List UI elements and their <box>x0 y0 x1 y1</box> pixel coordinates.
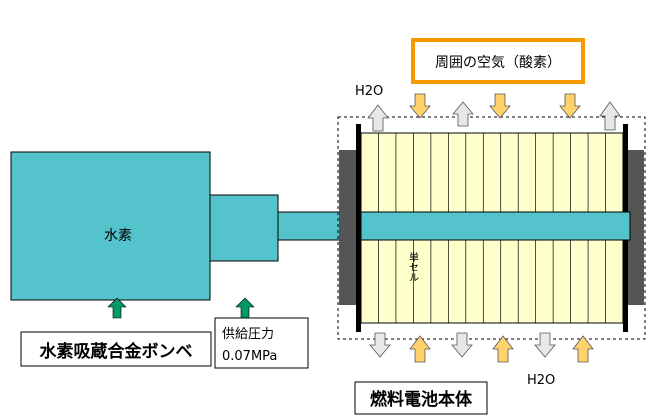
water-out-arrow <box>492 335 514 363</box>
water-bottom-label: H2O <box>527 373 555 388</box>
tank-label-box <box>20 331 212 367</box>
water-top-label: H2O <box>355 84 383 99</box>
regulator-block <box>209 194 279 262</box>
supply-pressure-title: 供給圧力 <box>222 327 274 342</box>
air-in-arrow <box>369 332 391 358</box>
hydrogen-tank <box>10 151 211 301</box>
air-in-arrow <box>489 93 511 119</box>
single-cell-label: 単セル <box>407 251 419 282</box>
top-arrows <box>367 93 621 132</box>
hydrogen-label: 水素 <box>104 228 132 244</box>
pressure-label-box <box>214 317 309 369</box>
stack-upper <box>360 132 624 213</box>
water-out-arrow <box>452 101 474 127</box>
water-out-arrow <box>599 101 621 131</box>
ambient-air-label: 周囲の空気（酸素） <box>435 55 561 71</box>
cell-separators <box>378 133 606 323</box>
stack-lower <box>360 239 624 324</box>
air-in-arrow <box>559 93 581 119</box>
tank-label: 水素吸蔵合金ボンベ <box>40 341 193 362</box>
collector-left <box>356 124 361 332</box>
water-out-arrow <box>572 335 594 363</box>
endplate-left <box>339 150 357 305</box>
fuel-cell-body-box <box>354 381 488 415</box>
supply-pressure-value: 0.07MPa <box>222 349 277 364</box>
air-in-arrow <box>451 332 473 358</box>
green-arrow-tank <box>107 297 127 319</box>
water-out-arrow <box>367 104 389 132</box>
water-out-arrow <box>409 335 431 363</box>
fuel-cell-body-label: 燃料電池本体 <box>370 389 473 410</box>
air-in-arrow <box>409 93 431 119</box>
bottom-arrows <box>369 332 594 363</box>
endplate-right <box>628 150 644 305</box>
ambient-air-box <box>411 38 585 84</box>
air-in-arrow <box>534 332 556 358</box>
pipe-through-stack <box>360 211 631 241</box>
green-arrow-regulator <box>235 297 255 319</box>
